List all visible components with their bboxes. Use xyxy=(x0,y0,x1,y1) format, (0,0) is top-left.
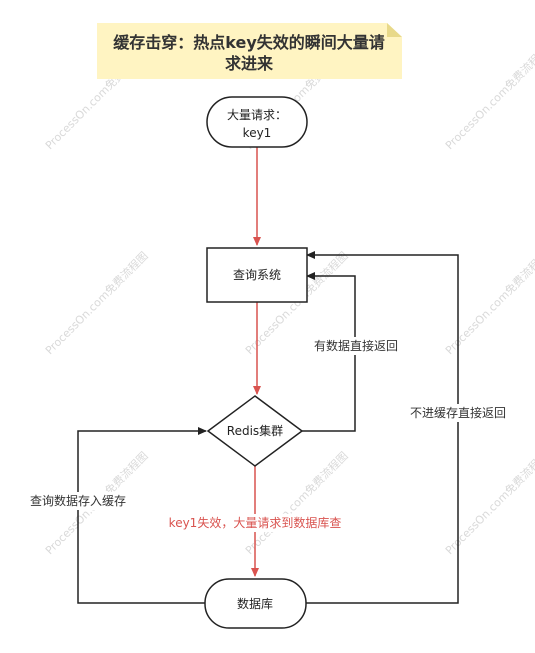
label-bg xyxy=(158,514,352,532)
watermark: ProcessOn.com免费流程图 xyxy=(442,449,535,557)
edge-db-to-redis[interactable] xyxy=(77,427,207,604)
title-note-fold xyxy=(387,23,402,37)
watermark: ProcessOn.com免费流程图 xyxy=(42,249,150,357)
edge-db-to-query[interactable] xyxy=(306,251,459,604)
watermark: ProcessOn.com免费流程图 xyxy=(442,44,535,152)
node-query-shape xyxy=(206,247,308,303)
label-bg xyxy=(306,337,406,355)
node-db-label: 数据库 xyxy=(237,596,273,611)
node-db-shape xyxy=(204,578,307,629)
node-redis-label: Redis集群 xyxy=(227,423,283,438)
node-query[interactable]: 查询系统 xyxy=(206,247,308,303)
edge-labels: 有数据直接返回 不进缓存直接返回 key1失效，大量请求到数据库查 查询数据存入… xyxy=(22,337,516,532)
edge-label-redis-to-query: 有数据直接返回 xyxy=(314,338,398,353)
watermark: ProcessOn.com免费流程图 xyxy=(442,249,535,357)
node-start[interactable]: 大量请求： key1 xyxy=(206,96,308,148)
label-bg xyxy=(22,492,134,510)
title-note-shape xyxy=(97,23,402,79)
node-redis[interactable]: Redis集群 xyxy=(206,395,304,467)
edge-label-db-to-redis: 查询数据存入缓存 xyxy=(30,493,126,508)
edge-label-redis-to-db: key1失效，大量请求到数据库查 xyxy=(169,515,342,530)
watermark: ProcessOn.com免费流程图 xyxy=(242,449,350,557)
title-note[interactable]: 缓存击穿：热点key失效的瞬间大量请 求进来 xyxy=(97,23,402,79)
label-bg xyxy=(400,404,516,422)
title-line-2: 求进来 xyxy=(225,54,274,73)
title-line-1: 缓存击穿：热点key失效的瞬间大量请 xyxy=(112,33,385,52)
node-redis-shape xyxy=(206,395,304,467)
edge-label-db-to-query: 不进缓存直接返回 xyxy=(410,405,506,420)
node-start-line-2: key1 xyxy=(243,126,272,140)
node-db[interactable]: 数据库 xyxy=(204,578,307,629)
node-start-shape xyxy=(206,96,308,148)
node-query-label: 查询系统 xyxy=(233,268,281,282)
node-start-line-1: 大量请求： xyxy=(227,108,287,122)
